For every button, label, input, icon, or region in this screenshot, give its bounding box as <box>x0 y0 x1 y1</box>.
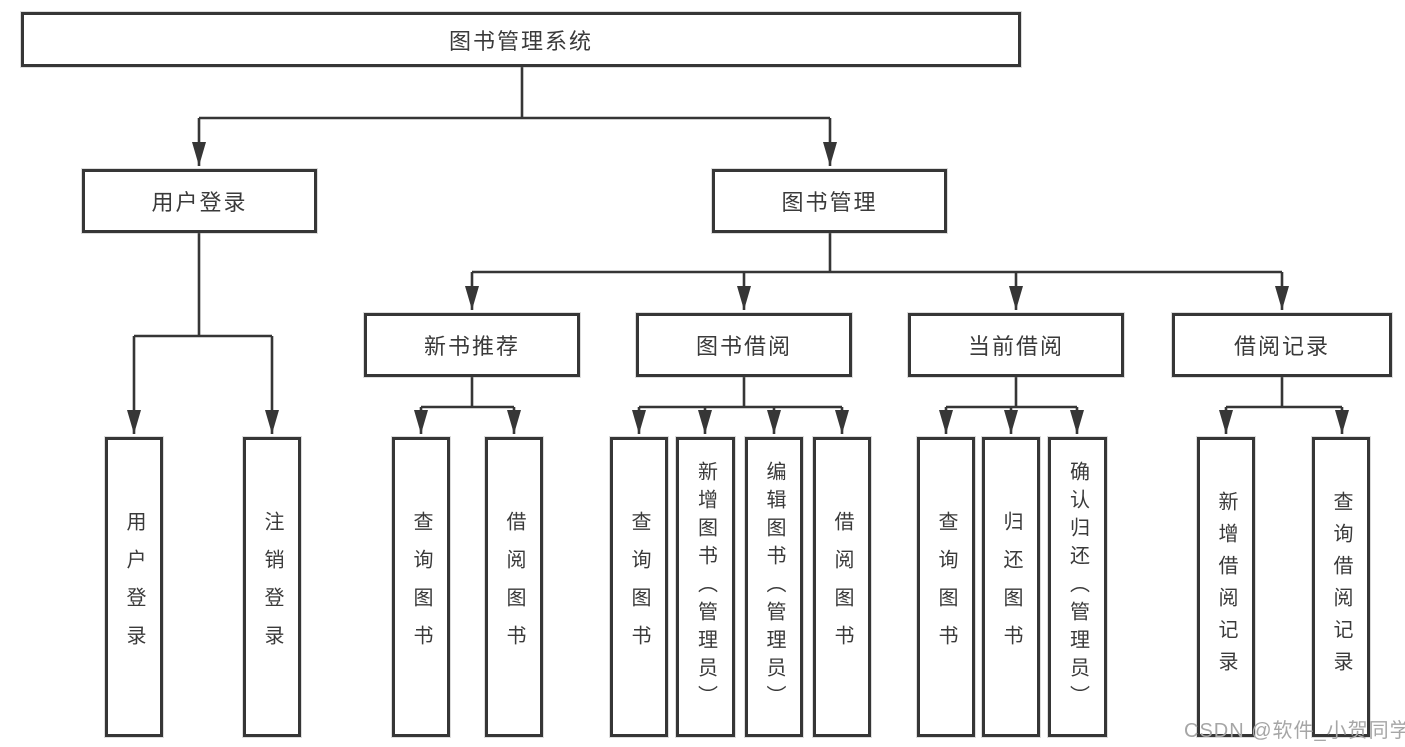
node-borrowing-records: 借阅记录 <box>1172 313 1392 377</box>
leaf-add-book-admin: 新增图书（管理员） <box>676 437 735 737</box>
node-user-login: 用户登录 <box>82 169 317 233</box>
leaf-borrow-books-recommend: 借阅图书 <box>485 437 543 737</box>
leaf-edit-book-admin: 编辑图书（管理员） <box>745 437 803 737</box>
leaf-query-books-borrowing: 查询图书 <box>610 437 668 737</box>
node-book-borrowing: 图书借阅 <box>636 313 852 377</box>
leaf-query-borrow-record: 查询借阅记录 <box>1312 437 1370 737</box>
leaf-return-book: 归还图书 <box>982 437 1040 737</box>
node-current-borrowing: 当前借阅 <box>908 313 1124 377</box>
leaf-user-login: 用户登录 <box>105 437 163 737</box>
leaf-query-books-recommend: 查询图书 <box>392 437 450 737</box>
node-book-management: 图书管理 <box>712 169 947 233</box>
leaf-logout: 注销登录 <box>243 437 301 737</box>
leaf-query-books-current: 查询图书 <box>917 437 975 737</box>
leaf-confirm-return-admin: 确认归还（管理员） <box>1048 437 1107 737</box>
node-library-system: 图书管理系统 <box>21 12 1021 67</box>
watermark-text: CSDN @软件_小贺同学 <box>1184 720 1405 742</box>
node-new-book-recommendation: 新书推荐 <box>364 313 580 377</box>
leaf-add-borrow-record: 新增借阅记录 <box>1197 437 1255 737</box>
leaf-borrow-books-borrowing: 借阅图书 <box>813 437 871 737</box>
